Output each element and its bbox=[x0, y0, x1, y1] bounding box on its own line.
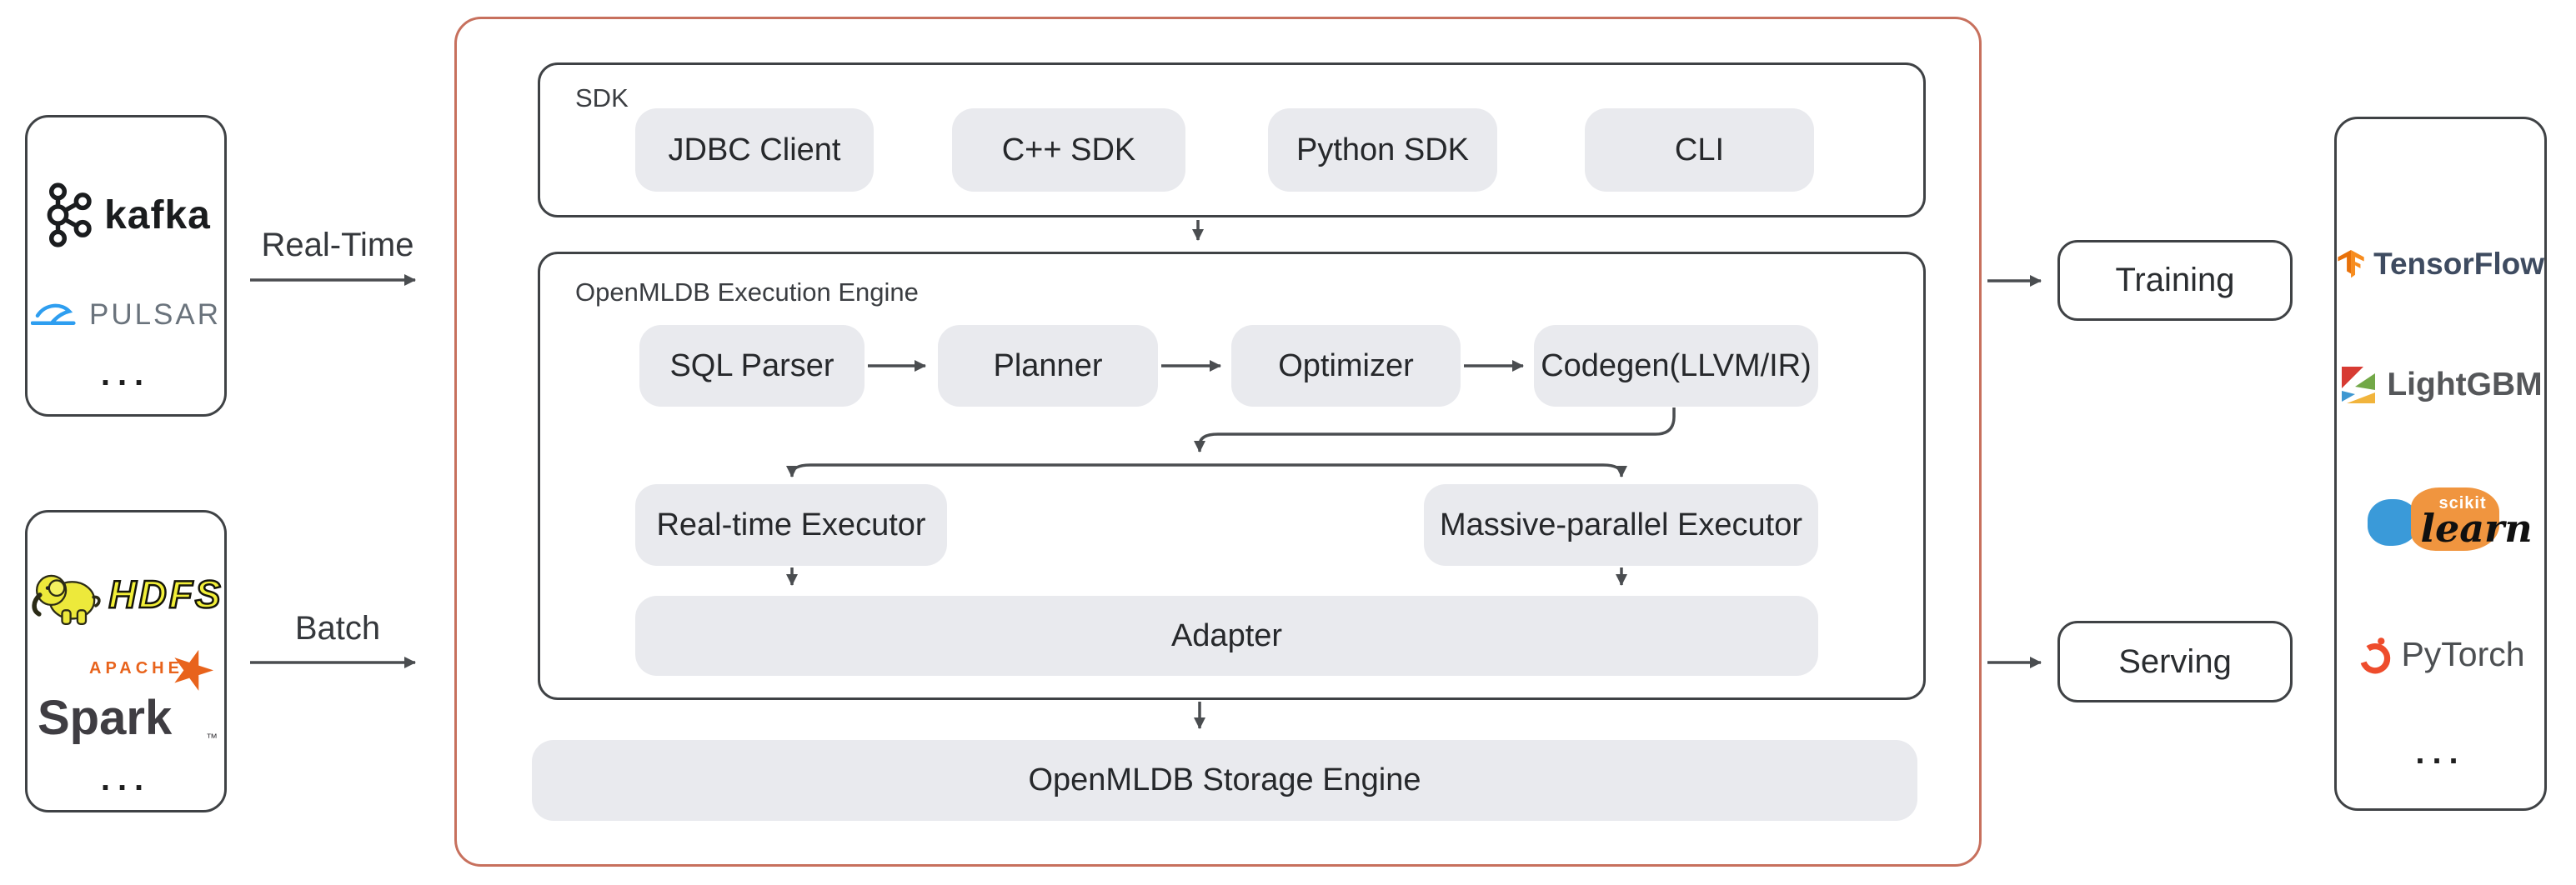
tensorflow-wordmark: TensorFlow bbox=[2373, 247, 2544, 281]
tensorflow-icon bbox=[2338, 249, 2364, 278]
ellipsis-label: ... bbox=[2415, 733, 2466, 771]
scikit-learn-group: scikit learn bbox=[2367, 488, 2533, 561]
sdk-item-python-sdk: Python SDK bbox=[1268, 108, 1497, 192]
batch-flow-label: Batch bbox=[294, 610, 381, 647]
tensorflow-logo: TensorFlow bbox=[2337, 238, 2544, 290]
lightgbm-wordmark: LightGBM bbox=[2387, 367, 2543, 402]
engine-step-sql-parser: SQL Parser bbox=[639, 325, 865, 407]
spark-wordmark-group: APACHE ★ Spark ™ bbox=[38, 633, 224, 746]
pytorch-wordmark: PyTorch bbox=[2401, 634, 2525, 673]
connector-branch-right bbox=[1200, 463, 1627, 478]
pytorch-logo: PyTorch bbox=[2337, 629, 2544, 679]
streaming-more-row: ... bbox=[28, 351, 224, 398]
scikit-label: scikit bbox=[2438, 494, 2487, 512]
serving-box: Serving bbox=[2057, 621, 2293, 702]
scikit-learn-logo: scikit learn bbox=[2337, 486, 2544, 562]
realtime-executor: Real-time Executor bbox=[635, 484, 947, 566]
hdfs-logo: HDFS bbox=[28, 556, 224, 632]
massive-parallel-executor: Massive-parallel Executor bbox=[1424, 484, 1818, 566]
training-box: Training bbox=[2057, 240, 2293, 321]
spark-wordmark: Spark bbox=[38, 691, 173, 745]
ellipsis-label: ... bbox=[100, 760, 152, 798]
streaming-sources-panel: kafka PULSAR ... bbox=[25, 115, 227, 417]
sdk-item-jdbc-client: JDBC Client bbox=[635, 108, 874, 192]
pulsar-icon bbox=[30, 303, 76, 325]
sdk-item-cli: CLI bbox=[1585, 108, 1814, 192]
ellipsis-label: ... bbox=[100, 355, 152, 392]
engine-step-optimizer: Optimizer bbox=[1231, 325, 1461, 407]
sdk-title: SDK bbox=[575, 83, 629, 112]
scikit-blue-blob-icon bbox=[2367, 499, 2419, 546]
kafka-logo: kafka bbox=[28, 182, 224, 248]
realtime-flow-label: Real-Time bbox=[261, 227, 414, 263]
engine-step-codegen: Codegen(LLVM/IR) bbox=[1534, 325, 1818, 407]
adapter-bar: Adapter bbox=[635, 596, 1818, 676]
spark-apache-label: APACHE bbox=[89, 659, 183, 678]
scikit-orange-blob-icon bbox=[2410, 488, 2499, 551]
batch-sources-panel: HDFS APACHE ★ Spark ™ ... bbox=[25, 510, 227, 812]
hdfs-elephant-icon bbox=[32, 574, 102, 626]
pytorch-icon bbox=[2360, 638, 2391, 674]
spark-trademark: ™ bbox=[206, 731, 218, 744]
batch-more-row: ... bbox=[28, 756, 224, 802]
connector-codegen-drop bbox=[1194, 408, 1676, 452]
engine-step-planner: Planner bbox=[938, 325, 1158, 407]
pulsar-logo: PULSAR bbox=[28, 288, 224, 342]
lightgbm-icon bbox=[2342, 367, 2376, 403]
hdfs-wordmark: HDFS bbox=[108, 572, 223, 618]
pulsar-wordmark: PULSAR bbox=[88, 298, 222, 331]
kafka-icon bbox=[47, 182, 92, 248]
storage-engine-bar: OpenMLDB Storage Engine bbox=[532, 740, 1917, 821]
kafka-wordmark: kafka bbox=[104, 192, 211, 238]
ml-frameworks-panel: TensorFlow LightGBM scikit learn bbox=[2334, 117, 2547, 811]
sdk-item-cpp-sdk: C++ SDK bbox=[952, 108, 1185, 192]
execution-engine-title: OpenMLDB Execution Engine bbox=[575, 278, 919, 307]
connector-branch-left bbox=[786, 463, 1200, 478]
spark-logo: APACHE ★ Spark ™ bbox=[28, 633, 224, 748]
lightgbm-logo: LightGBM bbox=[2337, 359, 2544, 411]
frameworks-more-row: ... bbox=[2337, 729, 2544, 776]
learn-label: learn bbox=[2420, 506, 2533, 551]
